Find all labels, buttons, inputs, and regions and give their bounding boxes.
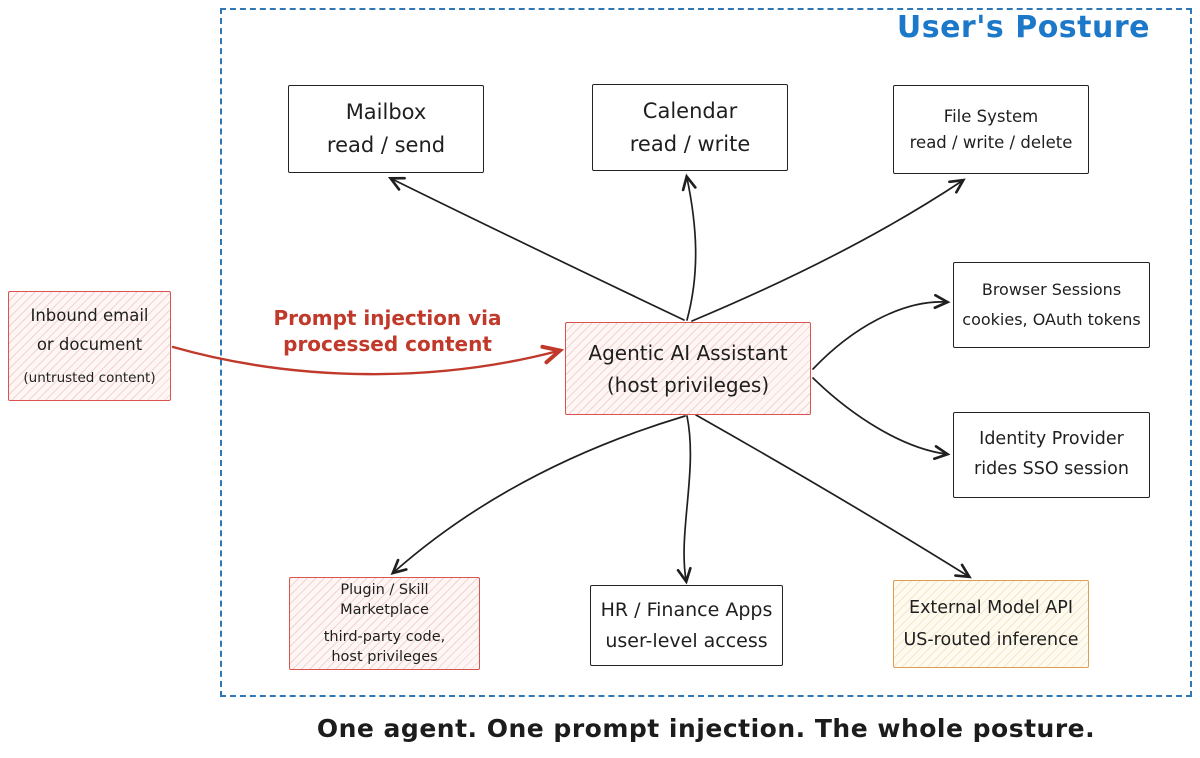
injection-label-line1: Prompt injection via [273,306,502,330]
node-identity-provider-title: Identity Provider [979,429,1124,450]
node-browser-sessions-title: Browser Sessions [981,279,1122,299]
node-browser-sessions: Browser Sessions cookies, OAuth tokens [953,262,1150,348]
caption: One agent. One prompt injection. The who… [316,714,1096,743]
node-identity-provider: Identity Provider rides SSO session [953,412,1150,498]
node-inbound-trust-note: (untrusted content) [23,369,156,386]
node-plugin-marketplace: Plugin / Skill Marketplace third-party c… [289,577,480,670]
node-file-system-permissions: read / write / delete [909,132,1073,152]
node-identity-provider-detail: rides SSO session [974,459,1129,479]
node-external-title: External Model API [909,597,1073,618]
node-mailbox: Mailbox read / send [288,85,484,173]
node-external-model-api: External Model API US-routed inference [893,580,1089,668]
node-mailbox-permissions: read / send [326,133,446,157]
node-hr-access: user-level access [605,629,768,652]
node-external-detail: US-routed inference [903,630,1079,650]
posture-title: User's Posture [896,10,1150,45]
node-inbound-line1: Inbound email [30,306,149,326]
node-plugin-detail-line2: host privileges [331,648,438,665]
node-plugin-title-line2: Marketplace [340,602,429,619]
node-hr-finance-apps: HR / Finance Apps user-level access [590,585,783,666]
node-inbound-email: Inbound email or document (untrusted con… [8,291,171,401]
injection-label-line2: processed content [283,332,492,356]
node-mailbox-title: Mailbox [345,100,427,125]
node-file-system-title: File System [943,106,1039,126]
node-agent-title: Agentic AI Assistant [588,340,788,365]
node-hr-title: HR / Finance Apps [600,599,773,622]
injection-label: Prompt injection via processed content [255,305,520,357]
node-browser-sessions-detail: cookies, OAuth tokens [962,310,1141,329]
node-inbound-line2: or document [36,334,143,354]
node-calendar: Calendar read / write [592,84,788,171]
node-calendar-title: Calendar [642,98,738,123]
node-plugin-title-line1: Plugin / Skill [340,581,429,598]
node-file-system: File System read / write / delete [893,85,1089,174]
node-agentic-ai-assistant: Agentic AI Assistant (host privileges) [565,322,811,415]
node-agent-privileges: (host privileges) [606,372,770,397]
node-calendar-permissions: read / write [629,131,751,156]
node-plugin-detail-line1: third-party code, [323,628,446,645]
